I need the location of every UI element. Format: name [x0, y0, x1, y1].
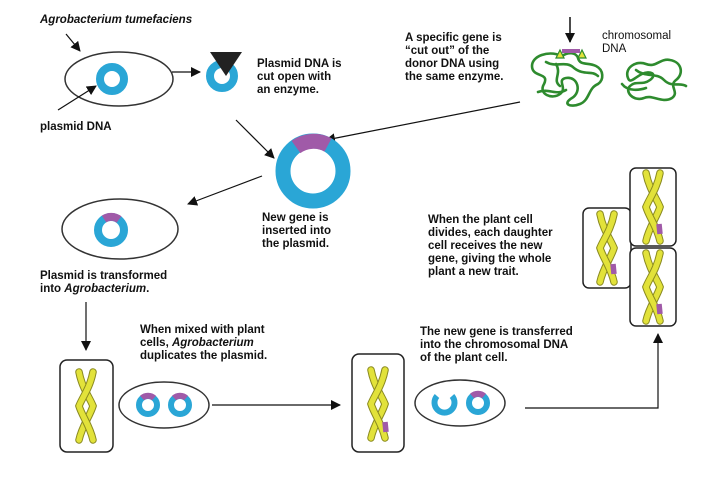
mixed-text: When mixed with plant cells, Agrobacteri… — [140, 324, 267, 363]
donor-dna-strand — [530, 51, 604, 107]
plant-cell — [629, 247, 677, 327]
text-line: A specific gene is — [405, 32, 502, 44]
inserted-gene — [172, 392, 188, 401]
plant-cell — [582, 207, 632, 289]
text-line: an enzyme. — [257, 84, 319, 96]
agrobacterium-cell — [118, 381, 210, 429]
text-line: inserted into — [262, 225, 332, 237]
text-line: cell receives the new — [428, 240, 543, 252]
text-line: into Agrobacterium. — [40, 283, 167, 296]
text-fragment: cells, — [140, 337, 172, 349]
inserted-gene — [382, 421, 389, 433]
flow-arrow — [325, 101, 521, 144]
text-line: Plasmid DNA is — [257, 58, 342, 70]
organism-name: Agrobacterium — [171, 337, 254, 349]
enzyme-cut-marker-icon — [577, 48, 587, 59]
enzyme-cut-marker-icon — [555, 48, 565, 59]
chromosomal-dna-strand — [620, 58, 688, 102]
text-fragment: . — [146, 283, 150, 295]
inserted-gene — [656, 223, 663, 235]
plasmid-cut-text: Plasmid DNA is cut open with an enzyme. — [257, 58, 342, 97]
plasmid-dna-label: plasmid DNA — [40, 121, 112, 133]
chromosomal-dna-label: chromosomal DNA — [602, 30, 671, 56]
plant-cell — [59, 359, 114, 453]
text-line: New gene is — [262, 212, 329, 224]
agrobacterium-cell — [414, 379, 506, 427]
gene-inserted-text: New gene is inserted into the plasmid. — [262, 212, 331, 251]
agrobacterium-cell — [64, 51, 174, 107]
text-line: cells, Agrobacterium — [140, 337, 267, 350]
flow-arrow — [235, 119, 275, 159]
inserted-gene — [140, 392, 156, 401]
plant-cell — [629, 167, 677, 247]
gene-cut-text: A specific gene is “cut out” of the dono… — [405, 32, 503, 84]
text-line: divides, each daughter — [428, 227, 553, 239]
plasmid-ring — [96, 63, 128, 95]
text-line: DNA — [602, 43, 627, 55]
flow-arrow — [525, 333, 663, 409]
text-line: cut open with — [257, 71, 332, 83]
agrobacterium-label: Agrobacterium tumefaciens — [40, 14, 193, 26]
inserted-gene — [291, 133, 332, 154]
text-line: gene, giving the whole — [428, 253, 552, 265]
organism-name: Agrobacterium — [64, 283, 147, 295]
inserted-gene — [470, 390, 486, 399]
recombinant-plasmid-ring — [275, 133, 351, 209]
plant-cell — [351, 353, 405, 453]
enzyme-icon — [210, 52, 242, 76]
text-line: chromosomal — [602, 30, 672, 42]
inserted-gene — [610, 263, 617, 275]
inserted-gene — [656, 303, 663, 315]
text-line: Plasmid is transformed — [40, 270, 168, 282]
text-line: “cut out” of the — [405, 45, 490, 57]
label-pointer-arrow — [65, 33, 81, 52]
text-fragment: into — [40, 283, 65, 295]
flow-arrow — [187, 175, 263, 206]
text-line: plant a new trait. — [428, 266, 519, 278]
text-line: When the plant cell — [428, 214, 533, 226]
transferred-text: The new gene is transferred into the chr… — [420, 326, 573, 365]
label-pointer-arrow — [57, 85, 97, 111]
text-line: the same enzyme. — [405, 71, 504, 83]
text-line: of the plant cell. — [420, 352, 508, 364]
transformed-text: Plasmid is transformed into Agrobacteriu… — [40, 270, 167, 296]
text-line: The new gene is transferred — [420, 326, 573, 338]
text-line: the plasmid. — [262, 238, 330, 250]
text-line: When mixed with plant — [140, 324, 265, 336]
divides-text: When the plant cell divides, each daught… — [428, 214, 553, 279]
text-line: into the chromosomal DNA — [420, 339, 569, 351]
inserted-gene — [101, 212, 122, 223]
text-line: donor DNA using — [405, 58, 500, 70]
text-line: duplicates the plasmid. — [140, 350, 268, 362]
opened-plasmid — [431, 394, 458, 416]
